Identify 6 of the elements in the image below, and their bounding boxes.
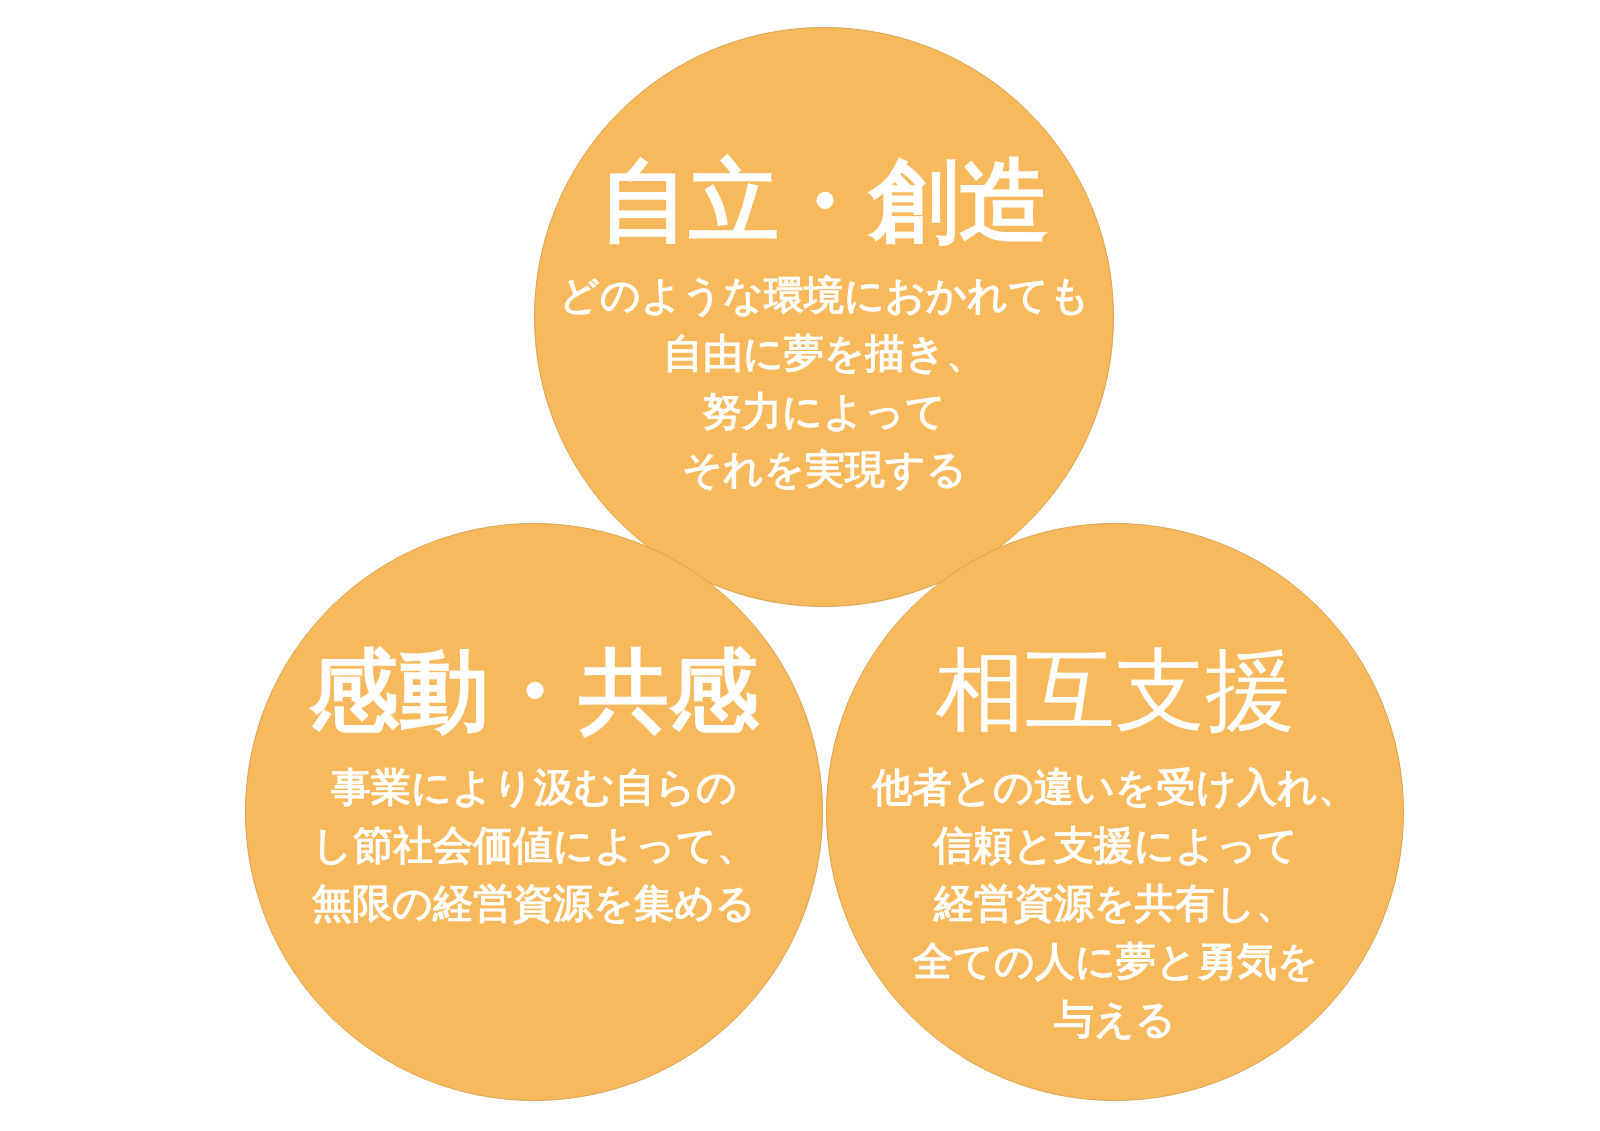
- circle-description: どのような環境におかれても自由に夢を描き、努力によってそれを実現する: [558, 271, 1090, 494]
- circle-title: 相互支援: [934, 640, 1296, 740]
- circle-description: 他者との違いを受け入れ、信頼と支援によって経営資源を共有し、全ての人に夢と勇気を与える: [872, 763, 1358, 1044]
- circle-title: 自立・創造: [598, 150, 1050, 250]
- circle-title: 感動・共感: [308, 640, 760, 740]
- circle-description: 事業により汲む自らのし節社会価値によって、無限の経営資源を集める: [311, 763, 757, 928]
